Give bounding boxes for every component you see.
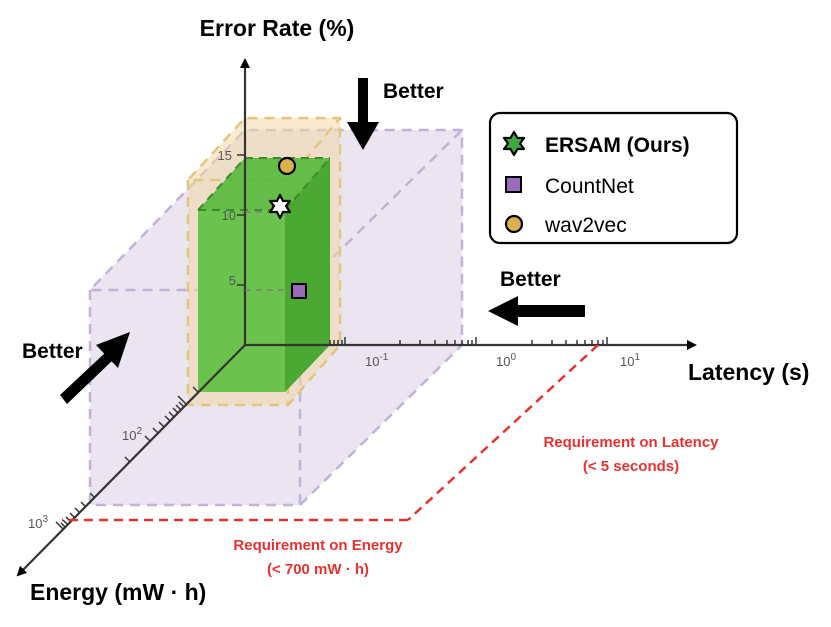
better-arrow-left (488, 296, 585, 326)
ersam-region (197, 157, 331, 392)
legend-label-ersam: ERSAM (Ours) (545, 134, 690, 157)
z-tick-100: 102 (122, 426, 142, 443)
better-label-right: Better (500, 268, 561, 291)
req-latency-line2: (< 5 seconds) (583, 458, 679, 475)
requirement-lines (62, 344, 599, 522)
better-label-left: Better (22, 340, 83, 363)
y-ticks (237, 154, 245, 286)
x-tick-1: 100 (496, 352, 516, 369)
y-tick-5: 5 (229, 273, 236, 288)
y-tick-15: 15 (218, 148, 232, 163)
point-countnet (291, 283, 307, 299)
better-arrow-diag (60, 332, 130, 404)
better-label-top: Better (383, 80, 444, 103)
legend-label-countnet: CountNet (545, 175, 634, 198)
z-tick-1000: 103 (28, 514, 48, 531)
legend-label-wav2vec: wav2vec (544, 214, 627, 237)
point-ersam (268, 193, 292, 220)
req-energy-line1: Requirement on Energy (233, 537, 403, 554)
x-axis-title: Latency (s) (688, 359, 809, 385)
x-ticks (329, 337, 608, 345)
z-axis (16, 344, 246, 577)
legend-marker-wav2vec (504, 214, 524, 234)
y-axis-title: Error Rate (%) (200, 15, 355, 41)
x-tick-0p1: 10-1 (365, 352, 389, 369)
z-axis-title: Energy (mW · h) (30, 579, 206, 605)
req-energy-line2: (< 700 mW · h) (267, 561, 369, 578)
point-wav2vec (277, 156, 297, 176)
legend-marker-countnet (505, 176, 522, 193)
x-tick-10: 101 (620, 352, 640, 369)
legend: ERSAM (Ours) CountNet wav2vec (488, 111, 739, 245)
axes (16, 58, 697, 577)
legend-marker-ersam (502, 130, 526, 157)
z-ticks (55, 386, 199, 531)
better-arrow-down (347, 78, 379, 150)
y-tick-10: 10 (222, 208, 236, 223)
req-latency-line1: Requirement on Latency (543, 434, 719, 451)
